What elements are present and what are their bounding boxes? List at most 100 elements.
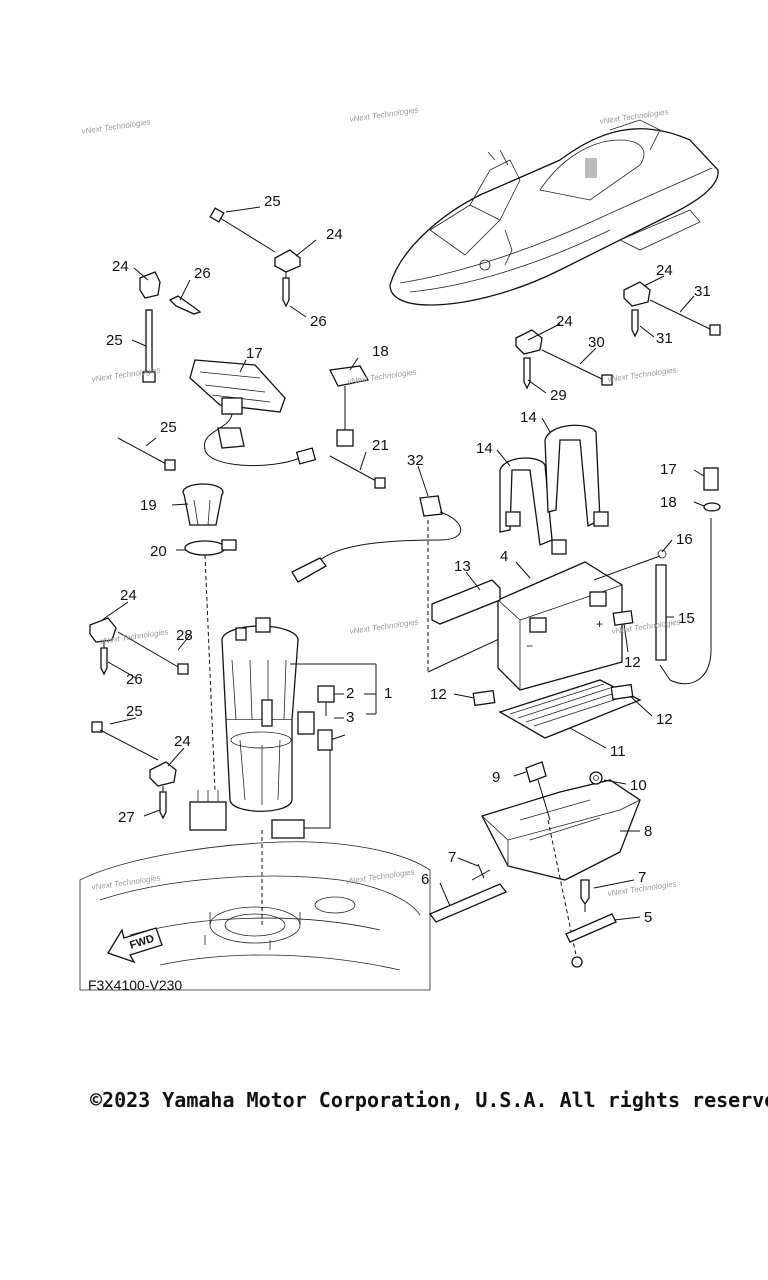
callout-15: 15 — [678, 610, 695, 627]
callout-1: 1 — [384, 685, 392, 702]
wire-harness-connector — [189, 790, 227, 831]
callout-12: 12 — [624, 654, 641, 671]
part-6-bracket — [428, 869, 508, 923]
callout-32: 32 — [407, 452, 424, 469]
part-3-connector — [297, 711, 333, 751]
clamp-24-top — [274, 249, 301, 308]
callout-9: 9 — [492, 769, 500, 786]
watercraft-illustration — [389, 119, 719, 306]
callout-14: 14 — [520, 409, 537, 426]
callout-7: 7 — [638, 869, 646, 886]
callout-24: 24 — [326, 226, 343, 243]
callout-22: 20 — [150, 543, 167, 560]
copyright-notice: ©2023 Yamaha Motor Corporation, U.S.A. A… — [90, 1088, 768, 1112]
callout-25: 25 — [106, 332, 123, 349]
svg-text:+: + — [596, 617, 603, 631]
watermark: vNext Technologies — [91, 873, 161, 892]
callout-24: 24 — [120, 587, 137, 604]
callout-labels: 25 24 24 26 25 26 17 18 25 21 19 20 32 2… — [106, 193, 711, 926]
callout-21: 19 — [140, 497, 157, 514]
part-18-washer — [703, 502, 721, 512]
callout-16: 16 — [676, 531, 693, 548]
callout-23: 21 — [372, 437, 389, 454]
cable-tie-27 — [117, 631, 189, 675]
callout-3: 3 — [346, 709, 354, 726]
callout-10: 10 — [630, 777, 647, 794]
callout-26: 26 — [126, 671, 143, 688]
callout-7: 7 — [448, 849, 456, 866]
callout-25: 25 — [264, 193, 281, 210]
watermark: vNext Technologies — [607, 365, 677, 384]
callout-5: 5 — [644, 909, 652, 926]
callout-14: 14 — [476, 440, 493, 457]
watermark: vNext Technologies — [349, 105, 419, 124]
part-13-plate — [431, 579, 501, 625]
fwd-arrow: FWD — [107, 927, 163, 964]
part-16-clip — [593, 549, 667, 581]
callout-6: 6 — [421, 871, 429, 888]
callout-4: 4 — [500, 548, 508, 565]
cable-tie-25-low — [91, 721, 159, 761]
part-12-pads — [472, 610, 634, 707]
callout-8: 8 — [644, 823, 652, 840]
callout-24: 24 — [112, 258, 129, 275]
clamp-24-low — [149, 761, 177, 820]
cable-tie-25-left — [142, 309, 156, 383]
callout-26: 26 — [310, 313, 327, 330]
callout-28: 29 — [550, 387, 567, 404]
cable-tie-25-mid — [117, 437, 176, 471]
part-20-relay — [329, 365, 370, 447]
fuel-pump-assembly — [221, 617, 346, 839]
callout-26: 26 — [194, 265, 211, 282]
clamp-24-mid — [89, 617, 117, 676]
part-21-grommet — [182, 483, 224, 526]
callout-12: 12 — [430, 686, 447, 703]
clamp-24-left — [139, 271, 161, 299]
callout-17: 17 — [660, 461, 677, 478]
part-14-straps — [499, 424, 609, 555]
callout-29: 30 — [588, 334, 605, 351]
callout-30: 31 — [656, 330, 673, 347]
watermark: vNext Technologies — [599, 107, 669, 126]
callout-24: 24 — [656, 262, 673, 279]
hull-floor-illustration — [79, 841, 431, 991]
part-15-tube — [655, 518, 712, 685]
watermark: vNext Technologies — [349, 617, 419, 636]
callout-26: 27 — [118, 809, 135, 826]
callout-13: 13 — [454, 558, 471, 575]
leader-lines — [101, 206, 705, 921]
rivet-26-left — [168, 295, 202, 315]
part-32-sensor — [291, 495, 462, 583]
diagram-code: F3X4100-V230 — [88, 977, 182, 993]
callout-24: 24 — [174, 733, 191, 750]
part-11-mat — [498, 679, 642, 739]
watermark: vNext Technologies — [345, 867, 415, 886]
clamp-24-right-top — [623, 281, 721, 338]
callout-25: 25 — [160, 419, 177, 436]
part-22-hose-clamp — [184, 539, 237, 556]
callout-11: 11 — [610, 743, 626, 760]
callout-19: 17 — [246, 345, 263, 362]
callout-18: 18 — [660, 494, 677, 511]
part-10-nut — [589, 771, 603, 785]
part-4-battery: − + — [497, 561, 623, 691]
part-17-fitting — [703, 467, 719, 491]
part-19-bracket — [189, 359, 317, 466]
svg-text:−: − — [526, 639, 533, 653]
cable-tie-23 — [329, 455, 386, 489]
watermark: vNext Technologies — [81, 117, 151, 136]
callout-2: 2 — [346, 685, 354, 702]
cable-tie-25-top — [209, 207, 276, 253]
callout-20: 18 — [372, 343, 389, 360]
leader-hose — [204, 554, 216, 791]
part-8-battery-box — [481, 779, 641, 881]
callout-25: 25 — [126, 703, 143, 720]
callout-31: 31 — [694, 283, 711, 300]
parts-diagram: FWD — [79, 105, 721, 993]
part-2-connector — [317, 685, 335, 716]
callout-27: 28 — [176, 627, 193, 644]
part-9-bolt — [525, 761, 551, 821]
callout-12: 12 — [656, 711, 673, 728]
part-7-rivets — [477, 863, 590, 906]
callout-24: 24 — [556, 313, 573, 330]
